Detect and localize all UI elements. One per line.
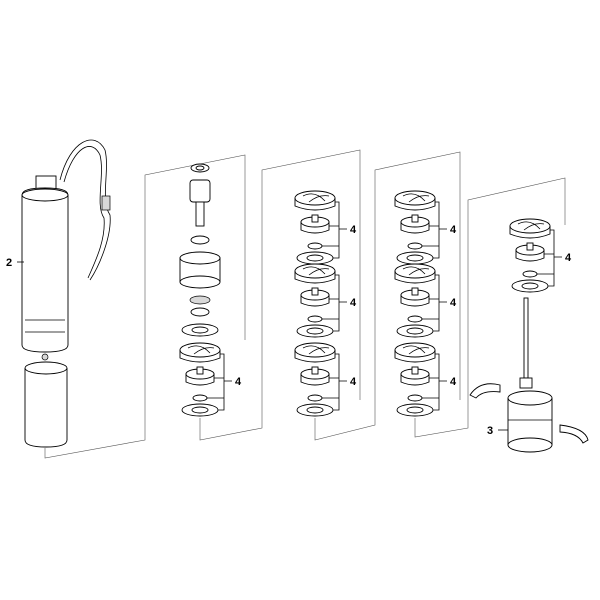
coupling-assembly [179, 163, 221, 337]
stage-3: 4 [294, 263, 357, 338]
stage-2: 4 [294, 190, 357, 265]
stage-5: 4 [394, 190, 457, 265]
callout-2: 2 [6, 257, 12, 269]
callout-3: 3 [487, 425, 493, 437]
guide-lines [44, 149, 566, 459]
stage-1: 4 [179, 342, 242, 417]
motor-sleeve [24, 361, 68, 448]
submersible-motor [21, 139, 111, 361]
callout-4: 4 [350, 297, 357, 309]
pump-inlet-assembly [469, 297, 589, 453]
callout-4: 4 [450, 224, 457, 236]
stage-4: 4 [294, 342, 357, 417]
callout-4: 4 [350, 376, 357, 388]
stage-8: 4 [509, 218, 572, 293]
callout-4: 4 [565, 252, 572, 264]
callout-4: 4 [450, 376, 457, 388]
stage-7: 4 [394, 342, 457, 417]
callout-4: 4 [235, 376, 242, 388]
callout-4: 4 [450, 297, 457, 309]
callout-4: 4 [350, 224, 357, 236]
stage-6: 4 [394, 263, 457, 338]
